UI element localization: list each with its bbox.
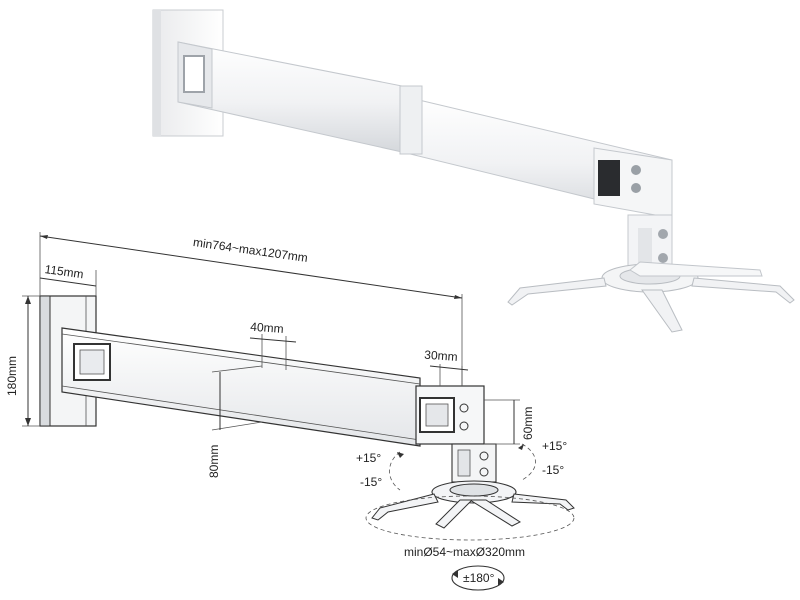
dim-arm-height bbox=[211, 365, 263, 431]
dim-inner-tube bbox=[249, 334, 297, 370]
label-wall-plate-width: 115mm bbox=[44, 262, 85, 281]
rotation-arc bbox=[365, 495, 575, 541]
label-tilt-right-up: +15° bbox=[542, 439, 567, 453]
dim-wall-plate-height bbox=[22, 295, 40, 427]
label-rotation: ±180° bbox=[463, 571, 495, 585]
render-outer-tube-window bbox=[183, 55, 205, 93]
label-arm-height: 80mm bbox=[207, 445, 221, 478]
product-render bbox=[152, 9, 795, 333]
dim-wall-plate-width bbox=[39, 270, 97, 296]
dim-end-drop bbox=[484, 399, 520, 445]
rotation-badge: ±180° bbox=[451, 565, 505, 591]
drawing-outer-tube bbox=[61, 327, 421, 447]
label-mount-range: minØ54~maxØ320mm bbox=[404, 545, 525, 559]
render-end-window bbox=[598, 160, 620, 196]
dim-end-width bbox=[429, 364, 469, 386]
tilt-left-arc bbox=[389, 451, 401, 491]
technical-drawing: min764~max1207mm 115mm 180mm 80mm 40mm 3… bbox=[5, 232, 575, 591]
label-end-width: 30mm bbox=[424, 348, 458, 364]
tilt-right-arc bbox=[521, 443, 536, 481]
label-end-drop: 60mm bbox=[521, 407, 535, 440]
label-wall-plate-height: 180mm bbox=[5, 356, 19, 396]
render-spider-plate bbox=[507, 261, 795, 333]
label-tilt-left-down: -15° bbox=[360, 475, 382, 489]
drawing-spider-plate bbox=[371, 480, 575, 529]
label-inner-tube: 40mm bbox=[250, 320, 284, 336]
label-tilt-left-up: +15° bbox=[356, 451, 381, 465]
label-tilt-right-down: -15° bbox=[542, 463, 564, 477]
